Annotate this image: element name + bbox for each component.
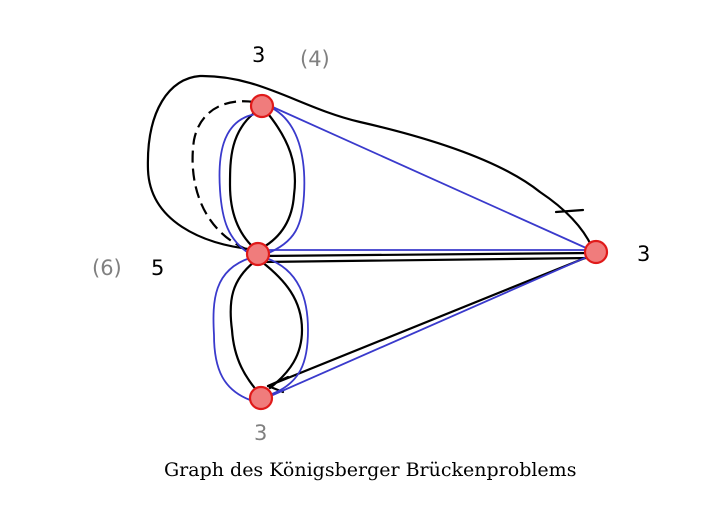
edge-top-middle-dashed bbox=[191, 100, 255, 252]
node-middle bbox=[245, 241, 271, 267]
blue-middle-bottom-right bbox=[265, 257, 309, 397]
label-top-alt-degree: (4) bbox=[300, 47, 330, 71]
node-bottom bbox=[248, 385, 274, 411]
blue-middle-bottom-left bbox=[212, 257, 251, 401]
edge-middle-bottom-right bbox=[260, 260, 304, 390]
edge-right-bottom bbox=[266, 254, 592, 388]
label-top-degree: 3 bbox=[252, 43, 265, 67]
blue-top-right bbox=[265, 103, 596, 253]
blue-path bbox=[212, 103, 597, 401]
label-right-degree: 3 bbox=[637, 242, 650, 266]
label-middle-degree: 5 bbox=[151, 256, 164, 280]
label-bottom-degree: 3 bbox=[254, 421, 267, 445]
edge-middle-right-b bbox=[260, 256, 592, 264]
nodes bbox=[245, 93, 609, 411]
diagram-caption: Graph des Königsberger Brückenproblems bbox=[164, 459, 576, 481]
edge-middle-bottom-left bbox=[229, 260, 260, 394]
node-right bbox=[583, 239, 609, 265]
node-top bbox=[249, 93, 275, 119]
edge-top-middle-right bbox=[260, 108, 297, 250]
blue-top-middle-left bbox=[218, 113, 257, 255]
edge-top-right-outer bbox=[146, 74, 594, 252]
edge-top-middle-left bbox=[228, 108, 260, 250]
blue-top-middle-right bbox=[265, 105, 306, 255]
label-middle-alt-degree: (6) bbox=[92, 256, 122, 280]
blue-right-bottom bbox=[265, 252, 597, 399]
black-edges bbox=[146, 74, 594, 394]
edge-middle-right-a bbox=[260, 251, 594, 258]
arrowhead-right bbox=[554, 208, 585, 214]
